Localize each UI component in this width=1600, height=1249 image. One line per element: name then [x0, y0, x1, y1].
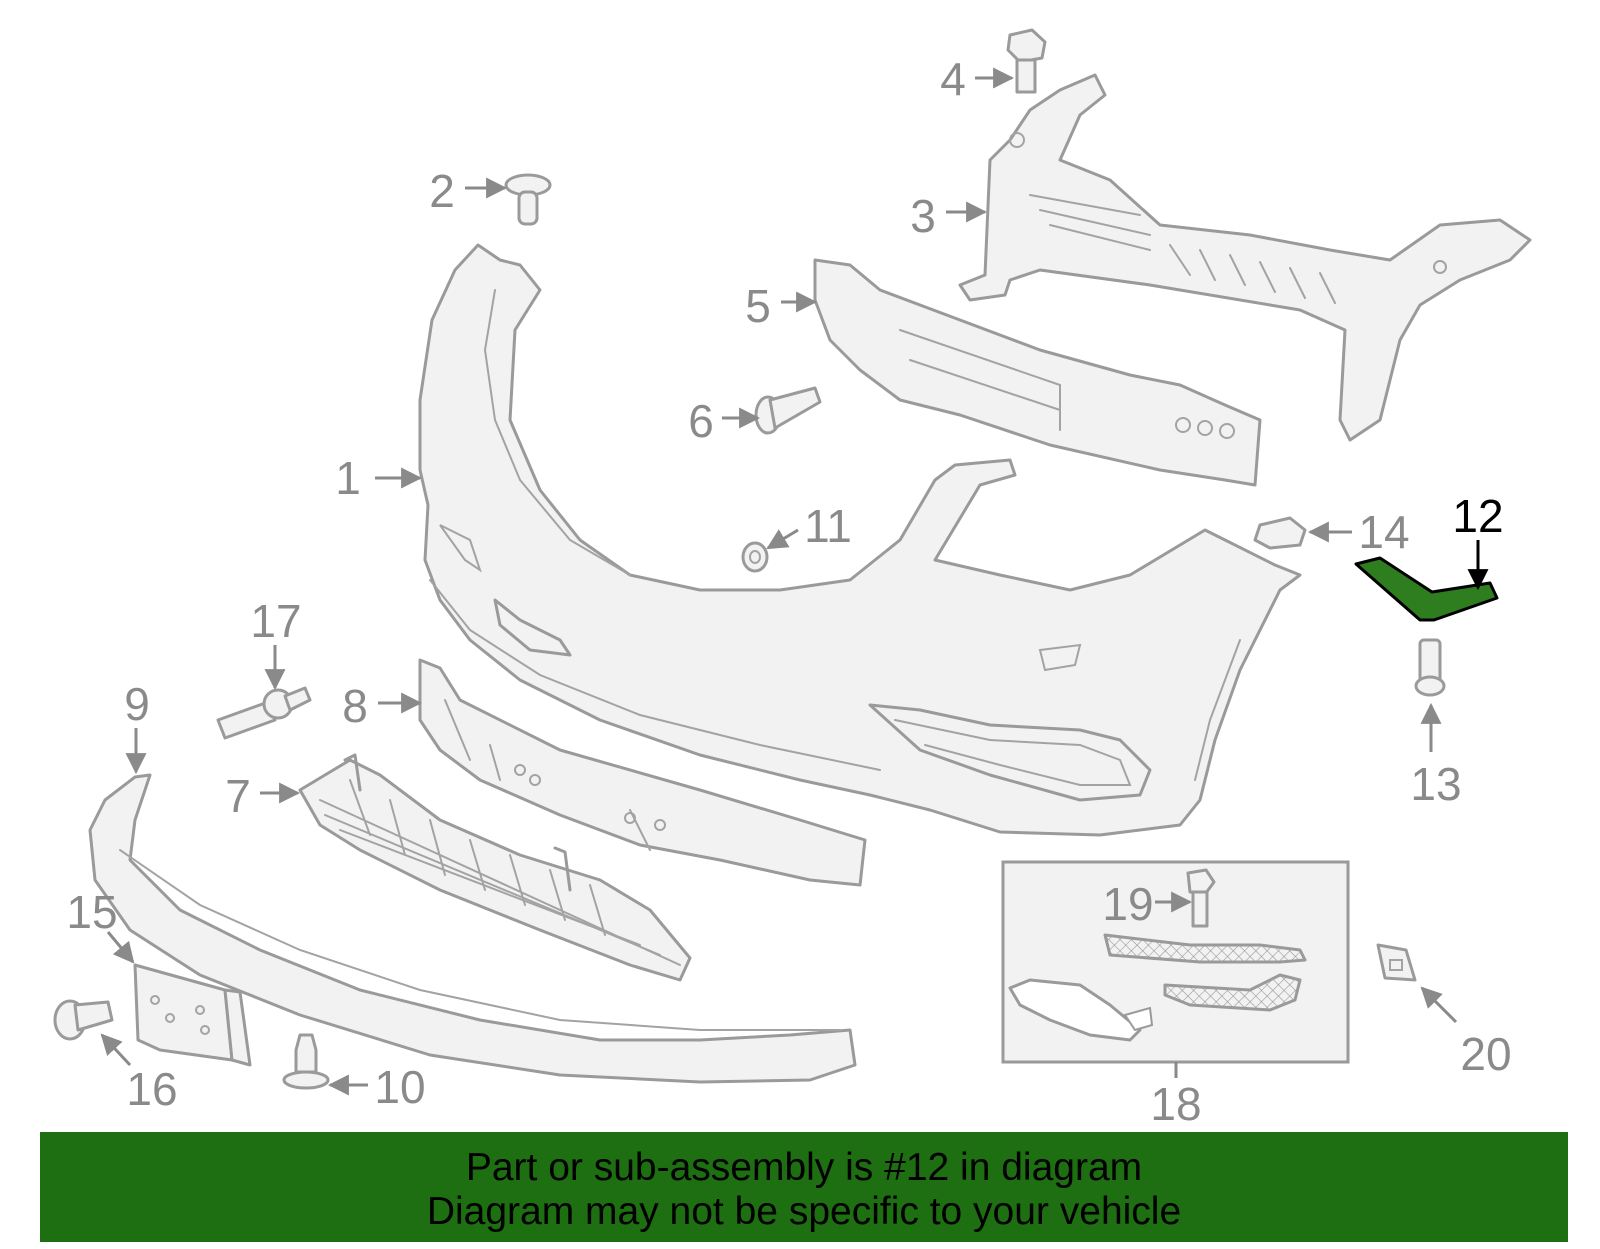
- part-20-clip: [1376, 943, 1417, 982]
- callouts: 1 2 3 4 5 6 7 8: [66, 53, 1511, 1130]
- svg-text:2: 2: [429, 165, 455, 217]
- svg-text:19: 19: [1102, 878, 1153, 930]
- svg-text:20: 20: [1460, 1028, 1511, 1080]
- callout-6: 6: [688, 395, 761, 447]
- callout-5: 5: [745, 280, 818, 332]
- callout-19: 19: [1102, 878, 1193, 930]
- svg-text:1: 1: [335, 452, 361, 504]
- callout-14: 14: [1307, 506, 1410, 558]
- svg-text:4: 4: [940, 53, 966, 105]
- callout-2: 2: [429, 165, 508, 217]
- part-19-bolt: [1186, 868, 1216, 928]
- banner-line-1: Part or sub-assembly is #12 in diagram: [465, 1146, 1143, 1189]
- part-9-spoiler: [88, 773, 857, 1084]
- callout-15: 15: [66, 886, 135, 964]
- part-13-pin: [1414, 638, 1446, 697]
- callout-4: 4: [940, 53, 1015, 105]
- callout-20: 20: [1420, 986, 1512, 1080]
- svg-text:18: 18: [1150, 1078, 1201, 1130]
- svg-text:5: 5: [745, 280, 771, 332]
- svg-text:6: 6: [688, 395, 714, 447]
- part-18-group: [1001, 860, 1350, 1064]
- svg-text:10: 10: [374, 1061, 425, 1113]
- svg-text:11: 11: [804, 500, 852, 552]
- callout-12: 12: [1452, 490, 1504, 591]
- svg-text:9: 9: [124, 678, 150, 730]
- svg-text:7: 7: [225, 770, 251, 822]
- svg-text:13: 13: [1410, 758, 1461, 810]
- callout-17: 17: [250, 595, 302, 691]
- callout-18: 18: [1150, 1062, 1202, 1130]
- part-16-pin: [53, 999, 114, 1041]
- part-4-bolt: [1006, 28, 1047, 94]
- callout-11: 11: [766, 500, 852, 552]
- part-14-clip: [1253, 516, 1307, 550]
- part-17-pin: [216, 686, 312, 740]
- part-3-bracket: [958, 73, 1532, 442]
- svg-text:17: 17: [250, 595, 301, 647]
- part-6-pin: [754, 386, 822, 435]
- banner-line-2: Diagram may not be specific to your vehi…: [426, 1190, 1182, 1233]
- callout-10: 10: [327, 1061, 426, 1113]
- callout-16: 16: [100, 1033, 178, 1115]
- callout-7: 7: [225, 770, 301, 822]
- svg-text:15: 15: [66, 886, 117, 938]
- svg-text:3: 3: [910, 190, 936, 242]
- callout-8: 8: [342, 680, 423, 732]
- info-banner: Part or sub-assembly is #12 in diagram D…: [40, 1132, 1568, 1242]
- callout-3: 3: [910, 190, 988, 242]
- part-1-bumper-cover: [418, 243, 1302, 837]
- part-7-grille: [298, 753, 692, 982]
- part-2-pin: [504, 173, 552, 226]
- part-5-absorber: [813, 258, 1262, 487]
- part-15-license-bracket: [133, 963, 252, 1067]
- callout-13: 13: [1410, 702, 1462, 810]
- callout-9: 9: [124, 678, 150, 775]
- svg-text:16: 16: [126, 1063, 177, 1115]
- svg-text:12: 12: [1452, 490, 1503, 542]
- part-10-pin: [282, 1033, 330, 1090]
- part-11-grommet: [741, 541, 769, 573]
- svg-text:14: 14: [1358, 506, 1409, 558]
- part-12-highlighted: [1354, 556, 1499, 622]
- part-8-absorber: [418, 658, 867, 887]
- callout-1: 1: [335, 452, 423, 504]
- svg-text:8: 8: [342, 680, 368, 732]
